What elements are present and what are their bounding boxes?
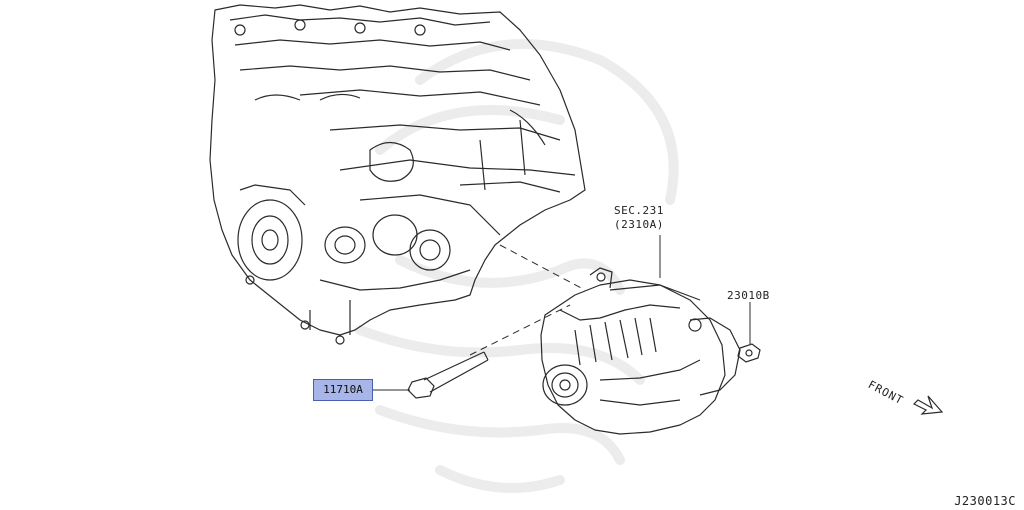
leader-lines [373, 235, 751, 391]
bolt [407, 351, 489, 399]
sec-reference-line1: SEC.231 [614, 204, 664, 217]
sec-reference-line2: (2310A) [614, 218, 664, 231]
nut [737, 343, 761, 363]
front-arrow-icon [912, 395, 944, 415]
nut-part-label: 23010B [727, 289, 770, 302]
watermark [355, 39, 679, 493]
mounting-guide-lines [469, 244, 586, 356]
alternator [540, 267, 741, 435]
bolt-part-button[interactable]: 11710A [313, 379, 373, 401]
diagram-code: J230013C [954, 494, 1016, 508]
engine-block [209, 4, 586, 345]
